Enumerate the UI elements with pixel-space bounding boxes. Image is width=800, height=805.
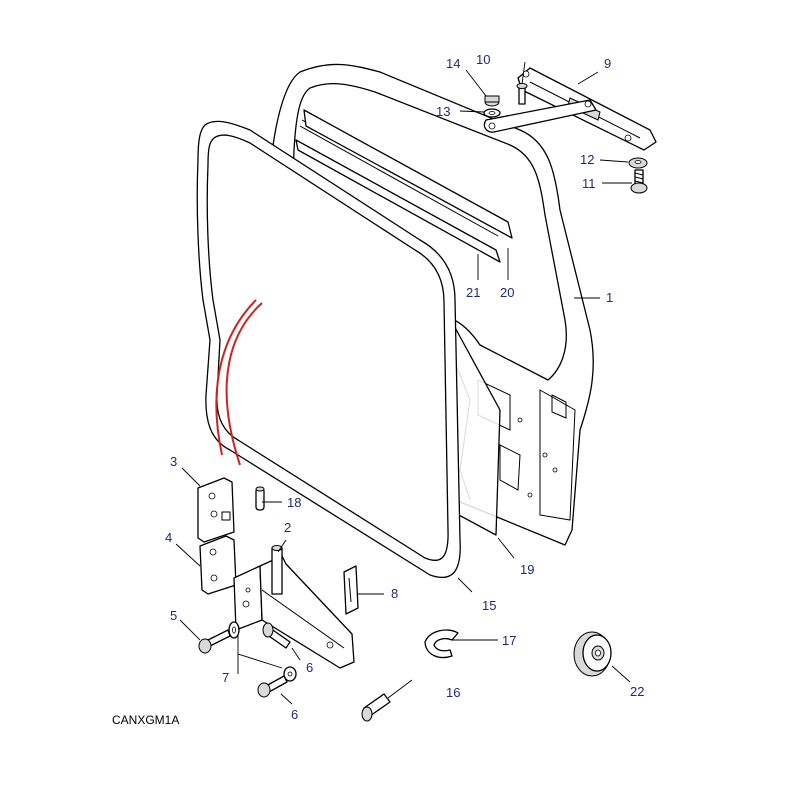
callout-3: 3 [170,454,177,469]
washer-7a [228,621,240,639]
callout-10: 10 [476,52,490,67]
nut-14 [484,95,500,107]
washer-12 [628,157,648,169]
callout-20: 20 [500,285,514,300]
bolt-6a [262,622,291,649]
callout-7: 7 [222,670,229,685]
bolt-11 [630,169,648,194]
seal-highlight [215,299,263,466]
callout-15: 15 [482,598,496,613]
callout-9: 9 [604,56,611,71]
callout-1: 1 [606,290,613,305]
callout-5: 5 [170,608,177,623]
leader-lines [175,61,632,705]
buffer-22 [573,631,612,677]
washer-13 [483,108,501,118]
callout-6a: 6 [306,660,313,675]
callout-21: 21 [466,285,480,300]
hinge-plate-3 [197,477,235,543]
callout-13: 13 [436,104,450,119]
callout-4: 4 [165,530,172,545]
bolt-6b [257,675,288,698]
callout-22: 22 [630,684,644,699]
rivet-16 [361,679,413,722]
drawing-code: CANXGM1A [112,713,179,727]
callout-17: 17 [502,633,516,648]
callout-2: 2 [284,520,291,535]
hinge-plate-4 [199,535,237,595]
callout-12: 12 [580,152,594,167]
hinge-2 [233,545,355,669]
callout-8: 8 [391,586,398,601]
bolt-5 [198,629,231,654]
striker-8 [343,565,359,615]
callout-19: 19 [520,562,534,577]
callout-18: 18 [287,495,301,510]
washer-7b [283,666,297,682]
clip-17 [424,629,459,659]
callout-16: 16 [446,685,460,700]
callout-6b: 6 [291,707,298,722]
hinge-pin-18 [255,486,265,511]
callout-labels: 1 2 3 4 5 6 6 7 8 9 10 11 12 13 14 15 16… [165,52,644,722]
bolt-10 [516,83,528,105]
callout-11: 11 [582,176,596,191]
glass-channels [295,109,513,263]
door-seal [196,120,461,579]
callout-14: 14 [446,56,460,71]
